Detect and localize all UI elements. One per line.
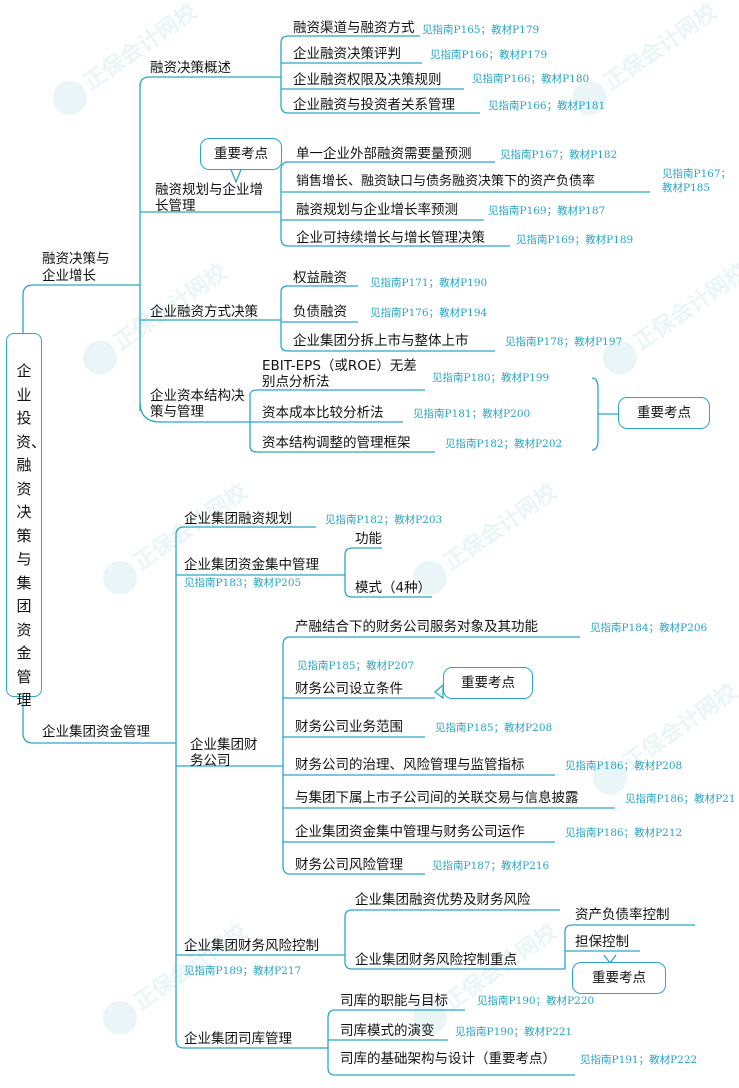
b1-s3-ref-2: 见指南P176；教材P194 bbox=[370, 307, 488, 319]
b1-s4-ref-3: 见指南P182；教材P202 bbox=[445, 438, 563, 450]
b1-s4-item-2: 资本成本比较分析法 bbox=[262, 405, 384, 421]
b1-s3-ref-3: 见指南P178；教材P197 bbox=[505, 336, 623, 348]
b1-s4-ref-2: 见指南P181；教材P200 bbox=[413, 408, 531, 420]
b2-s3-ref-3: 见指南P185；教材P208 bbox=[435, 722, 553, 734]
b2-s3-item-5: 与集团下属上市子公司间的关联交易与信息披露 bbox=[295, 790, 579, 806]
connector-root-b1 bbox=[22, 284, 120, 333]
connector-b2-s5 bbox=[175, 1039, 328, 1049]
b1-s1-item-4: 企业融资与投资者关系管理 bbox=[293, 97, 455, 113]
b2-s3-item-6: 企业集团资金集中管理与财务公司运作 bbox=[295, 824, 525, 840]
b1-s2-ref-2: 见指南P167；教材P185 bbox=[662, 168, 732, 194]
b2-s5-ref-2: 见指南P190；教材P221 bbox=[455, 1026, 573, 1038]
b2-s3-item-3: 财务公司业务范围 bbox=[295, 719, 403, 735]
connector-b2-spine bbox=[170, 535, 177, 1040]
b1-s2-ref-1: 见指南P167；教材P182 bbox=[500, 149, 618, 161]
connector-b2-s3-callout-tail bbox=[433, 683, 444, 700]
b1-s1-item-2: 企业融资决策评判 bbox=[293, 46, 401, 62]
b1-s4-label: 企业资本结构决策与管理 bbox=[150, 388, 245, 420]
b2-s5-item-2: 司库模式的演变 bbox=[340, 1023, 435, 1039]
b2-s3-item-7: 财务公司风险管理 bbox=[295, 857, 403, 873]
b2-s2-item-2: 模式（4种） bbox=[355, 580, 432, 596]
branch2-label: 企业集团资金管理 bbox=[42, 724, 150, 740]
connector-b2-s4-items bbox=[344, 909, 565, 970]
b2-s5-item-1: 司库的职能与目标 bbox=[340, 993, 448, 1009]
b2-s3-label: 企业集团财务公司 bbox=[190, 737, 258, 769]
connector-b1-s1 bbox=[139, 76, 281, 87]
branch1-label: 融资决策与企业增长 bbox=[42, 251, 110, 284]
b1-s1-ref-4: 见指南P166；教材P181 bbox=[488, 100, 606, 112]
b2-s4-sub-1: 资产负债率控制 bbox=[575, 907, 670, 923]
b1-s4-item-3: 资本结构调整的管理框架 bbox=[262, 435, 411, 451]
connector-b1-s2-items bbox=[280, 161, 650, 247]
connector-b1-s2-callout-tail bbox=[229, 166, 243, 184]
connector-b2-s1 bbox=[175, 526, 316, 536]
b2-s4-callout: 重要考点 bbox=[572, 962, 666, 994]
b1-s3-item-1: 权益融资 bbox=[293, 270, 347, 286]
connector-b1-s4-bracket bbox=[591, 377, 618, 451]
b1-s4-item-1: EBIT-EPS（或ROE）无差别点分析法 bbox=[262, 358, 417, 390]
b2-s4-item-1: 企业集团融资优势及财务风险 bbox=[355, 892, 531, 908]
b2-s2-label: 企业集团资金集中管理 bbox=[184, 557, 319, 573]
b1-s3-item-3: 企业集团分拆上市与整体上市 bbox=[293, 333, 469, 349]
b2-s3-item-4: 财务公司的治理、风险管理与监管指标 bbox=[295, 757, 525, 773]
connector-b1-s4 bbox=[139, 401, 250, 423]
b1-s2-item-2: 销售增长、融资缺口与债务融资决策下的资产负债率 bbox=[296, 174, 596, 189]
b2-s4-sub-2: 担保控制 bbox=[575, 934, 629, 950]
connector-b2-s4-sub bbox=[564, 924, 695, 969]
b1-s2-label: 融资规划与企业增长管理 bbox=[155, 182, 263, 214]
connector-b1-s4-items bbox=[249, 389, 435, 453]
connector-b2-s3-items bbox=[282, 636, 615, 875]
b2-s2-ref: 见指南P183；教材P205 bbox=[184, 577, 302, 589]
b2-s3-ref-1: 见指南P184；教材P206 bbox=[590, 622, 708, 634]
connector-b1-spine bbox=[120, 86, 141, 411]
b2-s3-ref-6: 见指南P186；教材P212 bbox=[565, 827, 683, 839]
b1-s1-ref-3: 见指南P166；教材P180 bbox=[472, 73, 590, 85]
connector-b2-s5-items bbox=[327, 1009, 575, 1076]
b2-s2-item-1: 功能 bbox=[355, 531, 382, 547]
b2-s4-item-2: 企业集团财务风险控制重点 bbox=[355, 952, 517, 968]
b1-s2-item-1: 单一企业外部融资需要量预测 bbox=[296, 146, 472, 162]
b1-s2-callout: 重要考点 bbox=[200, 138, 282, 170]
b2-s5-ref-1: 见指南P190；教材P220 bbox=[477, 995, 595, 1007]
connector-b1-s3-items bbox=[280, 285, 495, 352]
b2-s3-item-1: 产融结合下的财务公司服务对象及其功能 bbox=[295, 619, 538, 635]
b1-s3-label: 企业融资方式决策 bbox=[150, 304, 258, 320]
b2-s3-callout: 重要考点 bbox=[443, 667, 533, 699]
b1-s1-label: 融资决策概述 bbox=[150, 60, 231, 76]
b1-s3-item-2: 负债融资 bbox=[293, 304, 347, 320]
b2-s4-ref: 见指南P189；教材P217 bbox=[184, 965, 302, 977]
b2-s3-item-2: 财务公司设立条件 bbox=[295, 681, 403, 697]
b2-s1-label: 企业集团融资规划 bbox=[184, 511, 292, 527]
b1-s1-ref-2: 见指南P166；教材P179 bbox=[430, 49, 548, 61]
connector-b2-s2-items bbox=[344, 547, 432, 598]
b2-s4-label: 企业集团财务风险控制 bbox=[184, 938, 319, 954]
root-node: 企业投资、融资决策与集团资金管理 bbox=[6, 333, 46, 709]
b1-s2-ref-3: 见指南P169；教材P187 bbox=[488, 205, 606, 217]
b2-s5-item-3: 司库的基础架构与设计（重要考点） bbox=[340, 1051, 556, 1067]
b1-s3-ref-1: 见指南P171；教材P190 bbox=[370, 277, 488, 289]
b1-s2-ref-4: 见指南P169；教材P189 bbox=[516, 234, 634, 246]
b1-s1-item-1: 融资渠道与融资方式 bbox=[293, 20, 415, 36]
b1-s1-item-3: 企业融资权限及决策规则 bbox=[293, 72, 442, 88]
b1-s2-item-3: 融资规划与企业增长率预测 bbox=[296, 202, 458, 218]
b2-s5-ref-3: 见指南P191；教材P222 bbox=[580, 1054, 698, 1066]
b2-s3-ref-4: 见指南P186；教材P208 bbox=[565, 760, 683, 772]
b1-s4-callout: 重要考点 bbox=[618, 397, 710, 429]
b2-s3-ref-2: 见指南P185；教材P207 bbox=[297, 660, 415, 672]
connector-root-b2 bbox=[22, 695, 170, 744]
b2-s1-ref: 见指南P182；教材P203 bbox=[325, 514, 443, 526]
b1-s4-ref-1: 见指南P180；教材P199 bbox=[432, 372, 550, 384]
b2-s5-label: 企业集团司库管理 bbox=[184, 1031, 292, 1047]
b2-s3-ref-5: 见指南P186；教材P21 bbox=[625, 793, 736, 805]
b2-s3-ref-7: 见指南P187；教材P216 bbox=[432, 860, 550, 872]
b1-s1-ref-1: 见指南P165；教材P179 bbox=[422, 24, 540, 36]
b1-s2-item-4: 企业可持续增长与增长管理决策 bbox=[296, 230, 485, 246]
connector-b1-s1-items bbox=[280, 35, 480, 114]
